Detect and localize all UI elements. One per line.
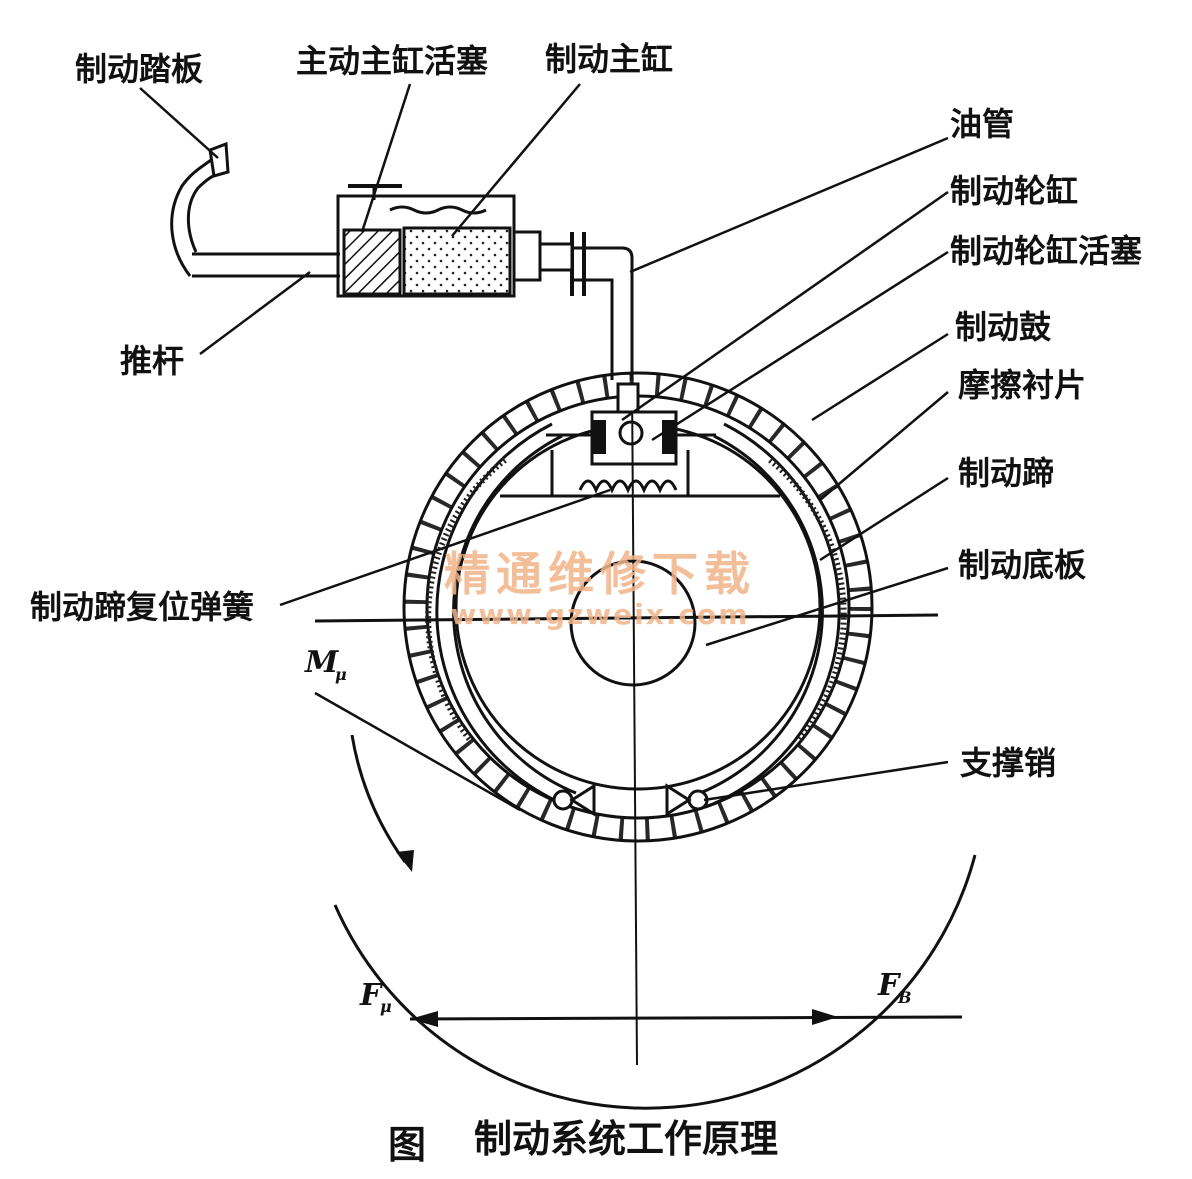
label-master-cylinder: 制动主缸	[545, 40, 673, 78]
label-wheel-cylinder: 制动轮缸	[950, 172, 1078, 210]
master-cylinder	[336, 184, 574, 298]
pedal-and-push-rod	[170, 141, 340, 278]
label-push-rod: 推杆	[120, 342, 184, 380]
label-master-piston: 主动主缸活塞	[296, 42, 488, 80]
leader-lines	[139, 83, 949, 812]
center-lines	[314, 383, 939, 1066]
symbol-moment-sub: μ	[335, 665, 347, 684]
force-b-arrow	[812, 1009, 838, 1025]
wheel-cylinder	[546, 410, 716, 466]
force-line	[409, 1009, 963, 1027]
symbol-force-b: F	[877, 968, 902, 1003]
labels: 制动踏板 主动主缸活塞 制动主缸 油管 制动轮缸 制动轮缸活塞 制动鼓 摩擦衬片…	[30, 40, 1142, 782]
label-brake-drum: 制动鼓	[955, 308, 1052, 346]
label-support-pin: 支撑销	[960, 744, 1056, 782]
caption: 图 制动系统工作原理	[388, 1117, 778, 1167]
symbol-moment: M	[304, 645, 339, 680]
label-wheel-piston: 制动轮缸活塞	[950, 232, 1142, 270]
label-oil-pipe: 油管	[950, 105, 1014, 143]
watermark-title: 精通维修下载	[444, 547, 756, 601]
force-mu-arrow	[410, 1011, 438, 1027]
oil-pipe	[570, 232, 640, 414]
tire-and-moment	[333, 734, 977, 1110]
symbol-force-mu-sub: μ	[380, 997, 392, 1016]
caption-title: 制动系统工作原理	[474, 1117, 778, 1161]
return-spring	[500, 450, 780, 498]
caption-prefix: 图	[388, 1123, 426, 1167]
label-brake-shoe: 制动蹄	[958, 454, 1054, 492]
support-pins	[552, 783, 709, 817]
label-brake-pedal: 制动踏板	[75, 50, 203, 88]
symbol-force-b-sub: B	[897, 988, 912, 1007]
symbols: M μ F μ F B	[304, 645, 912, 1016]
watermark: 精通维修下载 www.gzweix.com	[444, 547, 756, 631]
symbol-force-mu: F	[359, 978, 384, 1013]
label-return-spring: 制动蹄复位弹簧	[30, 588, 254, 626]
watermark-url: www.gzweix.com	[451, 598, 750, 631]
label-backing-plate: 制动底板	[958, 546, 1086, 584]
label-friction-lining: 摩擦衬片	[958, 366, 1086, 404]
